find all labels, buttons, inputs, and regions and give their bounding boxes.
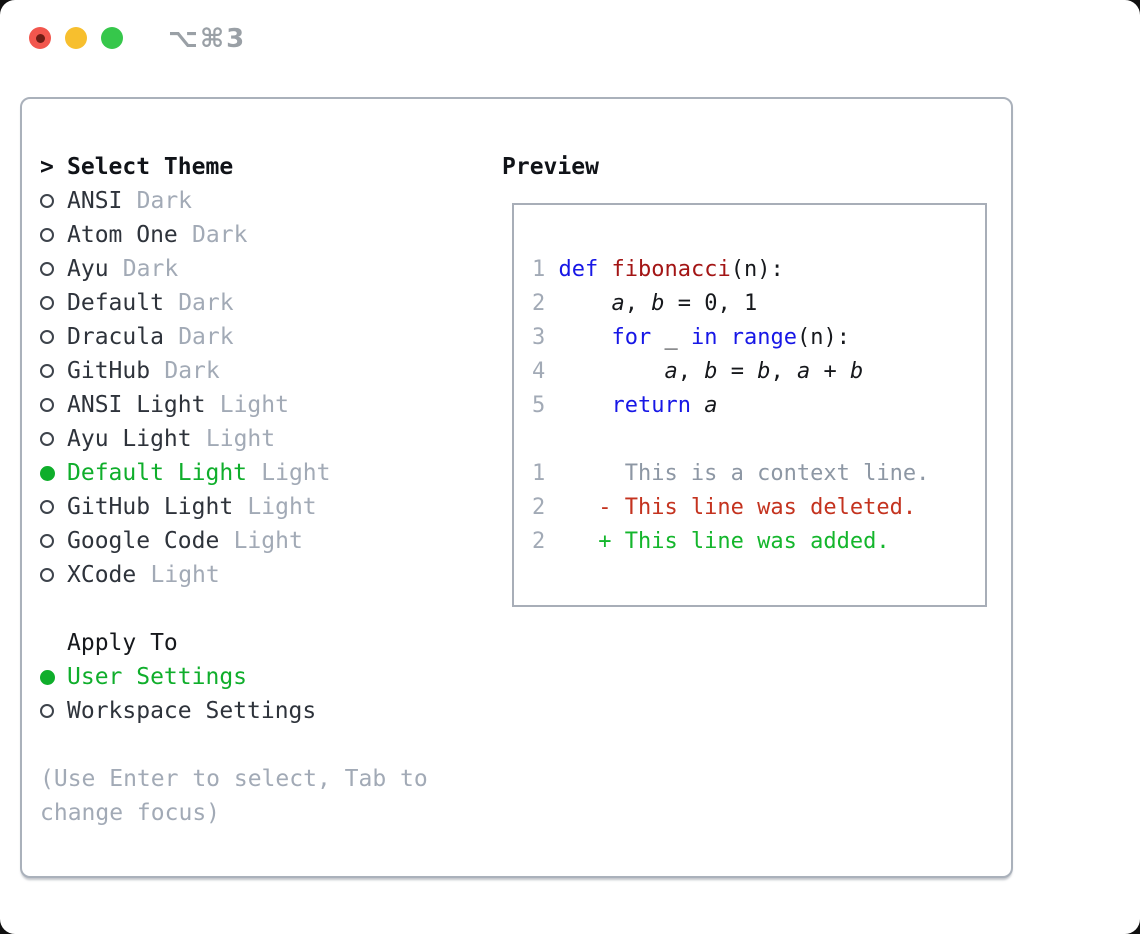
radio-icon	[40, 432, 67, 446]
theme-variant-tag: Dark	[178, 290, 234, 316]
code-line: 2 a, b = 0, 1	[532, 287, 985, 321]
theme-name: Google Code	[67, 528, 220, 554]
theme-option[interactable]: Dracula Dark	[40, 320, 470, 354]
code-line: 1 This is a context line.	[532, 457, 985, 491]
select-theme-header: > Select Theme	[40, 150, 470, 184]
radio-icon	[40, 296, 67, 310]
radio-icon	[40, 194, 67, 208]
theme-variant-tag: Light	[219, 392, 289, 418]
radio-icon	[40, 228, 67, 242]
titlebar	[29, 27, 123, 49]
apply-to-option[interactable]: Workspace Settings	[40, 694, 470, 728]
theme-name: Ayu	[67, 256, 109, 282]
hint-text: (Use Enter to select, Tab to change focu…	[40, 766, 428, 826]
code-line	[532, 423, 985, 457]
zoom-button[interactable]	[101, 27, 123, 49]
theme-option[interactable]: XCode Light	[40, 558, 470, 592]
code-line: 5 return a	[532, 389, 985, 423]
close-button[interactable]	[29, 27, 51, 49]
select-theme-title: Select Theme	[67, 154, 234, 180]
minimize-button[interactable]	[65, 27, 87, 49]
radio-icon	[40, 704, 67, 718]
radio-icon	[40, 534, 67, 548]
line-number: 1	[532, 257, 546, 282]
radio-icon	[40, 262, 67, 276]
apply-to-option[interactable]: User Settings	[40, 660, 470, 694]
theme-option[interactable]: ANSI Dark	[40, 184, 470, 218]
theme-option[interactable]: Atom One Dark	[40, 218, 470, 252]
close-dot-icon	[35, 33, 45, 43]
line-number: 3	[532, 325, 546, 350]
code-line: 2 + This line was added.	[532, 525, 985, 559]
theme-name: GitHub Light	[67, 494, 234, 520]
theme-option[interactable]: GitHub Light Light	[40, 490, 470, 524]
line-number: 2	[532, 495, 546, 520]
apply-to-header: Apply To	[40, 626, 470, 660]
code-line: 3 for _ in range(n):	[532, 321, 985, 355]
radio-icon	[40, 398, 67, 412]
prompt-icon: >	[40, 154, 54, 180]
theme-name: Ayu Light	[67, 426, 192, 452]
apply-to-label: User Settings	[67, 664, 248, 690]
theme-name: ANSI	[67, 188, 123, 214]
preview-title: Preview	[502, 154, 599, 180]
theme-name: GitHub	[67, 358, 151, 384]
theme-variant-tag: Light	[233, 528, 303, 554]
apply-to-title: Apply To	[67, 630, 178, 656]
line-number: 1	[532, 461, 546, 486]
theme-option[interactable]: Default Dark	[40, 286, 470, 320]
code-line: 4 a, b = b, a + b	[532, 355, 985, 389]
theme-name: ANSI Light	[67, 392, 206, 418]
line-number: 4	[532, 359, 546, 384]
theme-name: XCode	[67, 562, 137, 588]
apply-to-label: Workspace Settings	[67, 698, 317, 724]
radio-selected-icon	[40, 669, 67, 685]
theme-variant-tag: Dark	[164, 358, 220, 384]
theme-name: Default Light	[67, 460, 248, 486]
theme-variant-tag: Dark	[178, 324, 234, 350]
theme-option[interactable]: GitHub Dark	[40, 354, 470, 388]
line-number: 2	[532, 529, 546, 554]
theme-name: Default	[67, 290, 164, 316]
radio-icon	[40, 500, 67, 514]
theme-variant-tag: Dark	[122, 256, 179, 282]
radio-icon	[40, 330, 67, 344]
theme-option[interactable]: Ayu Dark	[40, 252, 470, 286]
theme-option[interactable]: ANSI Light Light	[40, 388, 470, 422]
theme-variant-tag: Light	[205, 426, 276, 452]
line-number: 2	[532, 291, 546, 316]
radio-icon	[40, 364, 67, 378]
code-line: 2 - This line was deleted.	[532, 491, 985, 525]
theme-option[interactable]: Google Code Light	[40, 524, 470, 558]
theme-variant-tag: Dark	[136, 188, 193, 214]
prompt-slot: >	[40, 154, 67, 180]
theme-option[interactable]: Ayu Light Light	[40, 422, 470, 456]
theme-variant-tag: Light	[261, 460, 331, 486]
line-number: 5	[532, 393, 546, 418]
theme-variant-tag: Dark	[192, 222, 248, 248]
theme-name: Dracula	[67, 324, 164, 350]
theme-variant-tag: Light	[247, 494, 317, 520]
window-title: ⌥⌘3	[168, 24, 247, 54]
radio-icon	[40, 568, 67, 582]
radio-selected-icon	[40, 465, 67, 481]
theme-option[interactable]: Default Light Light	[40, 456, 470, 490]
theme-name: Atom One	[67, 222, 178, 248]
theme-variant-tag: Light	[150, 562, 220, 588]
